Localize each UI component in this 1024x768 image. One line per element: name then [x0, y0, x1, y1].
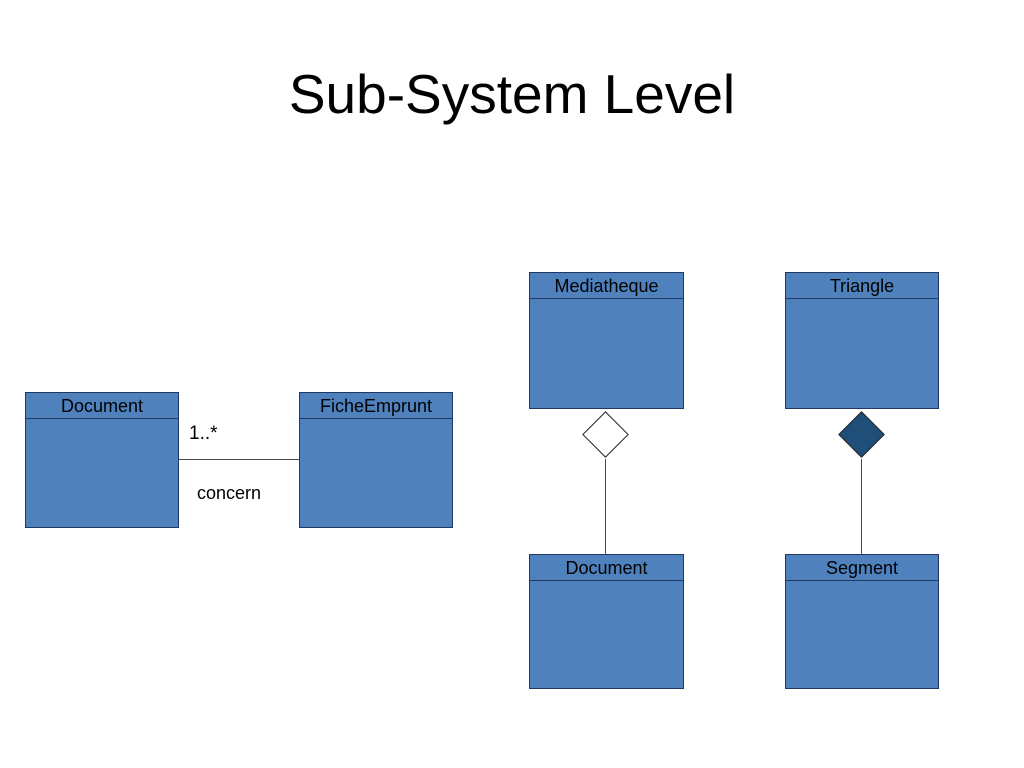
class-name-segment: Segment [786, 555, 938, 581]
aggregation-connector-line [605, 459, 606, 554]
composition-connector-line [861, 459, 862, 554]
aggregation-diamond-icon [582, 411, 629, 458]
class-name-document: Document [26, 393, 178, 419]
class-name-document-part: Document [530, 555, 683, 581]
association-line [179, 459, 299, 460]
class-box-segment: Segment [785, 554, 939, 689]
association-multiplicity: 1..* [189, 423, 218, 444]
class-name-triangle: Triangle [786, 273, 938, 299]
class-box-mediatheque: Mediatheque [529, 272, 684, 409]
class-box-triangle: Triangle [785, 272, 939, 409]
class-name-mediatheque: Mediatheque [530, 273, 683, 299]
class-box-ficheemprunt: FicheEmprunt [299, 392, 453, 528]
association-label: concern [197, 483, 262, 503]
class-box-document: Document [25, 392, 179, 528]
composition-diamond-icon [838, 411, 885, 458]
class-box-document-part: Document [529, 554, 684, 689]
slide-title: Sub-System Level [288, 63, 736, 125]
class-name-ficheemprunt: FicheEmprunt [300, 393, 452, 419]
